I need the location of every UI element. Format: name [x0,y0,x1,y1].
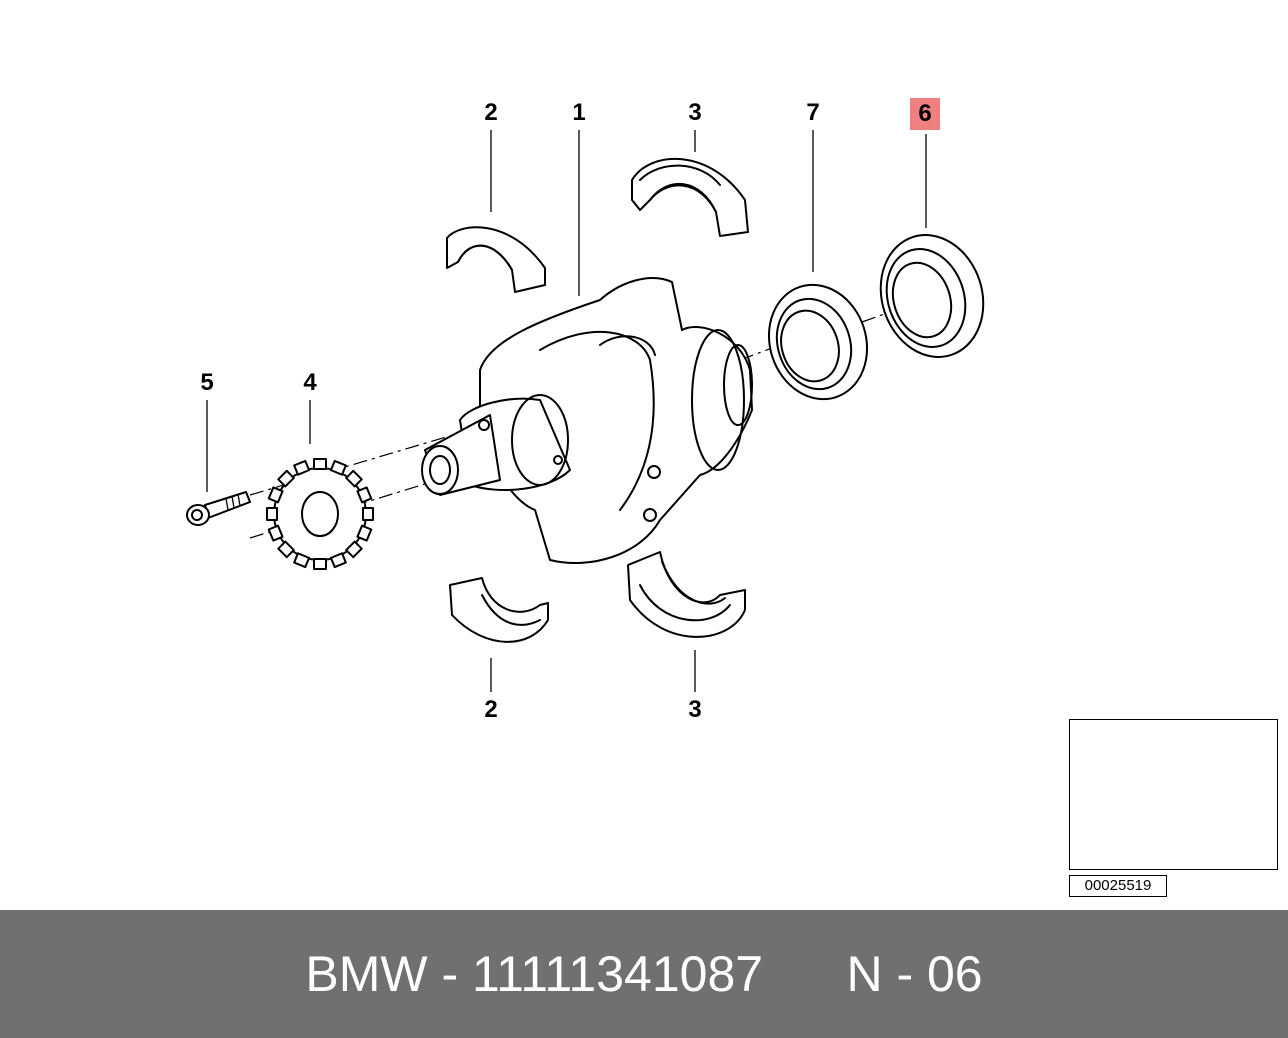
sprocket-tooth [329,459,347,476]
callout-4: 4 [303,369,317,396]
callout-3-bottom: 3 [688,696,702,723]
sprocket-tooth [266,507,278,521]
callout-1: 1 [572,99,586,126]
sprocket-tooth [277,469,295,488]
position-label: N - 06 [846,946,983,1002]
brand-label: BMW [305,946,428,1002]
callout-2-top: 2 [484,99,498,126]
seal-ring-6 [879,234,985,358]
part-number: 11111341087 [472,946,764,1002]
callout-6-highlighted: 6 [910,98,940,130]
vehicle-location-frame [1069,719,1278,870]
sprocket-tooth [277,540,295,559]
bearing-shell-3-bottom [627,551,746,638]
sprocket-tooth [293,459,311,476]
bearing-shell-2-bottom [449,577,549,643]
bearing-shell-3-top [631,157,749,237]
diagram-reference-number: 00025519 [1069,875,1167,897]
leader-lines [206,130,927,692]
sprocket-tooth [293,552,311,569]
bearing-shell-2-top [446,226,546,293]
sprocket-tooth [356,486,373,504]
sprocket-tooth [345,540,363,559]
sprocket-tooth [362,507,374,521]
callout-3-top: 3 [688,99,702,126]
sprocket [266,458,374,570]
callout-7: 7 [806,99,820,126]
part-number-footer: BMW - 11111341087 N - 06 [0,910,1288,1038]
sprocket-tooth [267,486,284,504]
sprocket-tooth [356,524,373,542]
sprocket-tooth [329,552,347,569]
seal-ring-7 [767,283,869,401]
sprocket-tooth [267,524,284,542]
crankshaft [421,277,753,564]
callout-5: 5 [200,369,214,396]
bolt [186,491,251,526]
sprocket-tooth [313,458,327,470]
sprocket-tooth [345,469,363,488]
callout-2-bottom: 2 [484,696,498,723]
sprocket-tooth [313,558,327,570]
separator: - [441,946,459,1002]
